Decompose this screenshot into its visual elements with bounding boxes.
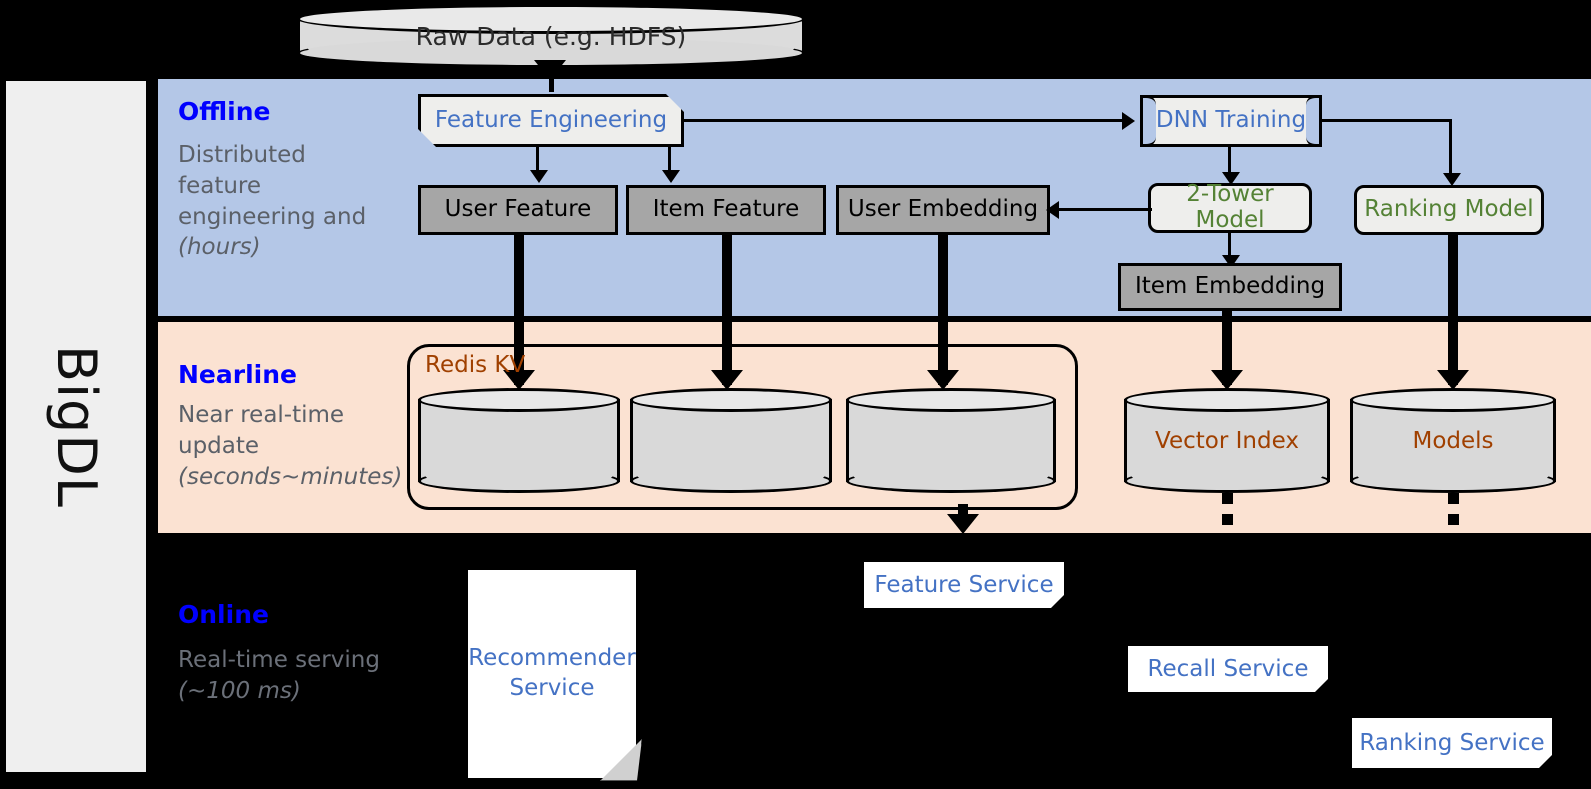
offline-description-text: Distributed feature engineering and <box>178 142 367 230</box>
connector-fe-dnn <box>684 119 1124 122</box>
page-fold-icon <box>1315 679 1328 692</box>
pipe-userfeature-redis <box>514 235 524 385</box>
connector-2tower-userembedding <box>1056 208 1152 211</box>
recall-service-label: Recall Service <box>1147 656 1309 682</box>
node-2-tower-model[interactable]: 2-Tower Model <box>1148 181 1312 233</box>
item-embedding-label: Item Embedding <box>1134 273 1326 300</box>
connector-2tower-itemembedding <box>1228 233 1231 259</box>
cylinder-top <box>418 388 620 412</box>
arrowhead-itemembedding-vectorindex <box>1211 370 1243 390</box>
cylinder-top <box>1124 388 1330 412</box>
cylinder-top <box>630 388 832 412</box>
nearline-description-text: Near real-time update <box>178 402 345 459</box>
online-description: Real-time serving (~100 ms) <box>178 645 393 707</box>
node-ranking-service[interactable]: Ranking Service <box>1352 718 1552 768</box>
pipe-rankingmodel-models <box>1448 235 1458 385</box>
connector-fe-itemfeature <box>668 147 671 173</box>
nearline-description-emphasis: (seconds~minutes) <box>178 463 403 490</box>
vector-index-label: Vector Index <box>1155 427 1299 454</box>
offline-title: Offline <box>178 97 271 126</box>
connector-dnn-ranking-v <box>1449 119 1452 177</box>
node-dnn-training[interactable]: DNN Training <box>1140 95 1322 147</box>
cylinder-bottom <box>846 469 1056 493</box>
pipe-userembedding-redis <box>938 235 948 385</box>
ranking-model-label: Ranking Model <box>1364 196 1534 223</box>
pipe-itemembedding-vectorindex <box>1222 311 1232 385</box>
dash-vectorindex-2 <box>1222 514 1233 525</box>
two-tower-model-label: 2-Tower Model <box>1186 181 1274 233</box>
raw-data-label: Raw Data (e.g. HDFS) <box>415 21 687 51</box>
node-feature-engineering[interactable]: Feature Engineering <box>418 94 684 147</box>
connector-fe-userfeature <box>536 147 539 173</box>
arrowhead-rankingmodel-models <box>1437 370 1469 390</box>
node-recall-service[interactable]: Recall Service <box>1128 646 1328 692</box>
arrowhead-itemfeature-redis <box>711 370 743 390</box>
arrowhead-fe-userfeature <box>530 170 548 183</box>
connector-rawdata-fe <box>549 68 554 92</box>
arrowhead-userfeature-redis <box>503 370 535 390</box>
dash-models-2 <box>1448 514 1459 525</box>
online-description-emphasis: (~100 ms) <box>178 677 301 704</box>
arrowhead-2tower-userembedding <box>1046 201 1059 219</box>
raw-data-cylinder: Raw Data (e.g. HDFS) <box>297 4 805 68</box>
node-ranking-model[interactable]: Ranking Model <box>1354 185 1544 235</box>
bigdl-framework-sidebar: BigDL <box>4 79 148 774</box>
redis-store-user-feature[interactable] <box>418 388 620 493</box>
arrowhead-redis-featureservice <box>947 514 979 534</box>
arrowhead-dnn-ranking <box>1443 173 1461 186</box>
arrowhead-userembedding-redis <box>927 370 959 390</box>
item-feature-label: Item Feature <box>652 196 800 223</box>
nearline-description: Near real-time update (seconds~minutes) <box>178 400 402 492</box>
feature-engineering-label: Feature Engineering <box>434 106 668 133</box>
online-description-text: Real-time serving <box>178 647 380 673</box>
user-embedding-label: User Embedding <box>847 196 1039 223</box>
page-fold-icon <box>1539 755 1552 768</box>
redis-store-user-embedding[interactable] <box>846 388 1056 493</box>
models-label: Models <box>1412 427 1494 454</box>
cylinder-bottom <box>630 469 832 493</box>
pipe-itemfeature-redis <box>722 235 732 385</box>
connector-dnn-ranking-h <box>1322 119 1452 122</box>
arrowhead-fe-dnn <box>1122 112 1135 130</box>
arrowhead-fe-itemfeature <box>662 170 680 183</box>
user-feature-label: User Feature <box>444 196 592 223</box>
bigdl-label: BigDL <box>44 345 108 508</box>
arrowhead-rawdata-fe <box>534 60 566 80</box>
node-user-feature[interactable]: User Feature <box>418 185 618 235</box>
offline-description-emphasis: (hours) <box>178 234 261 261</box>
node-item-feature[interactable]: Item Feature <box>626 185 826 235</box>
vector-index-cylinder[interactable]: Vector Index <box>1124 388 1330 493</box>
cylinder-bottom <box>1124 469 1330 493</box>
dnn-training-label: DNN Training <box>1155 107 1307 134</box>
redis-kv-container <box>407 344 1078 510</box>
cylinder-bottom <box>418 469 620 493</box>
redis-store-item-feature[interactable] <box>630 388 832 493</box>
node-recommender-service[interactable]: Recommender Service <box>468 570 636 778</box>
connector-dnn-2tower <box>1228 147 1231 175</box>
nearline-title: Nearline <box>178 360 297 389</box>
redis-kv-label: Redis KV <box>425 352 526 378</box>
offline-description: Distributed feature engineering and (hou… <box>178 140 393 263</box>
dash-vectorindex-1 <box>1222 493 1233 504</box>
arrowhead-dnn-2tower <box>1222 172 1240 185</box>
pipe-redis-featureservice <box>958 504 968 518</box>
online-title: Online <box>178 600 269 629</box>
models-cylinder[interactable]: Models <box>1350 388 1556 493</box>
cylinder-bottom <box>1350 469 1556 493</box>
dash-models-1 <box>1448 493 1459 504</box>
feature-service-label: Feature Service <box>874 572 1054 598</box>
node-user-embedding[interactable]: User Embedding <box>836 185 1050 235</box>
cylinder-top <box>1350 388 1556 412</box>
recommender-service-label: Recommender Service <box>468 645 636 701</box>
node-feature-service[interactable]: Feature Service <box>864 562 1064 608</box>
node-item-embedding[interactable]: Item Embedding <box>1118 263 1342 311</box>
cylinder-top <box>297 4 805 34</box>
ranking-service-label: Ranking Service <box>1359 730 1545 756</box>
cylinder-top <box>846 388 1056 412</box>
